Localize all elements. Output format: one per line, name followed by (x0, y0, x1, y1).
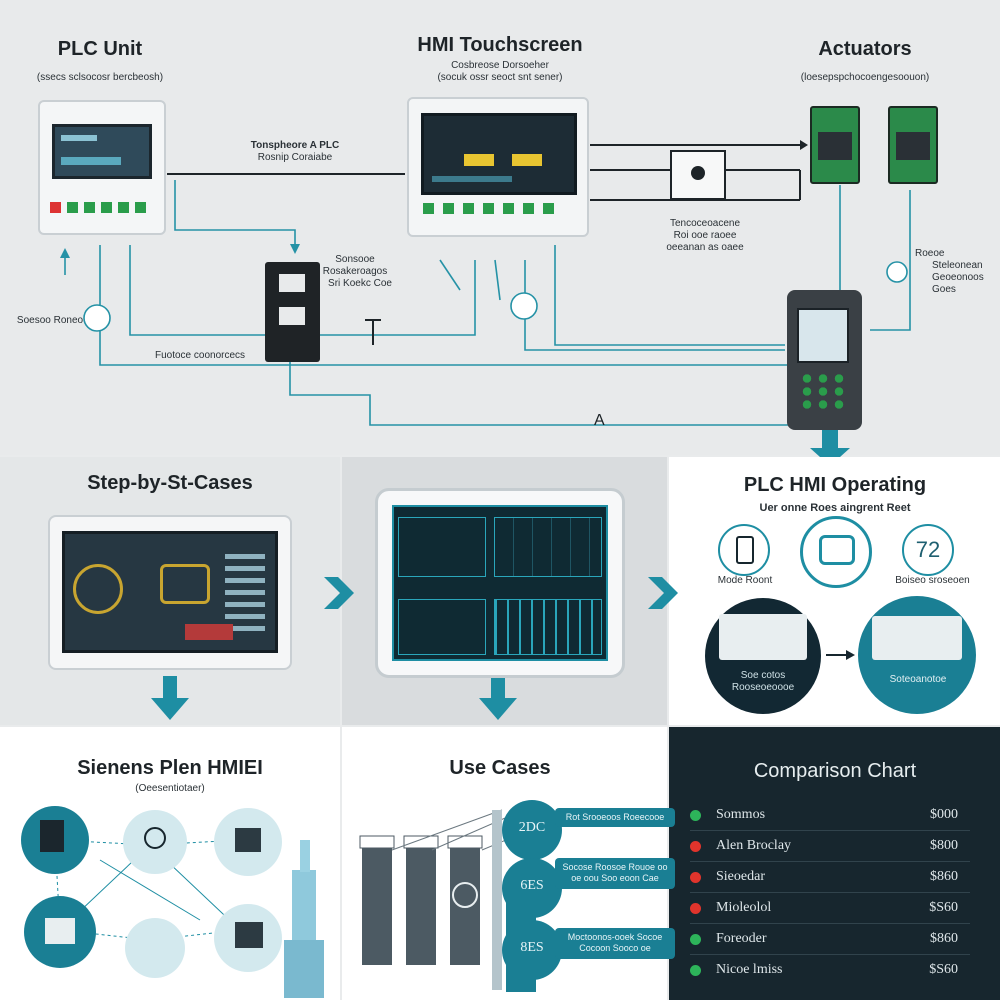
flow-label-1: Soe cotos (740, 670, 786, 681)
right-mid-label-2: Roi ooe raoee (673, 230, 737, 241)
comparison-row-value: $S60 (929, 900, 958, 915)
comparison-row: Sieoedar $860 (690, 868, 970, 888)
comparison-row: Alen Broclay $800 (690, 837, 970, 857)
plc-screen (52, 124, 152, 179)
comparison-row-value: $860 (930, 931, 958, 946)
use-note-1: Rot Srooeoos Roeecooe (555, 808, 675, 828)
right-mid-label-3: oeeanan as oaee (666, 242, 744, 253)
sensor-label-2: Rosakeroagos (322, 266, 388, 277)
comparison-row-name: Sommos (716, 807, 766, 822)
comparison-row-value: $800 (930, 838, 958, 853)
hmi-screen (421, 113, 577, 195)
hmi-device (407, 97, 589, 237)
top-diagram: PLC Unit (ssecs sclsocosr bercbeosh) Ton… (0, 0, 1000, 455)
arrow-right-icon (826, 650, 855, 660)
flow-label-3: Soteoanotoe (889, 674, 947, 685)
row-divider (690, 830, 970, 831)
device-icon-circle (718, 524, 770, 576)
plc-buttons (50, 202, 155, 216)
use-badge-1: 2DC (518, 820, 546, 835)
actuator-2 (888, 106, 938, 184)
plc-hmi-subtitle: Uer onne Roes aingrent Reet (759, 502, 911, 514)
comparison-row: Foreoder $860 (690, 930, 970, 950)
hmi-subtitle-2: (socuk ossr seoct snt sener) (437, 72, 563, 83)
row-divider (690, 892, 970, 893)
comparison-row-name: Mioleolol (716, 900, 772, 915)
wiring-lines (60, 140, 911, 426)
right-label-4: Goes (932, 284, 956, 295)
down-arrow-left (151, 676, 189, 720)
right-mid-label-1: Tencoceoacene (669, 218, 741, 229)
sensor-label-1: Sonsooe (335, 254, 375, 265)
center-tablet (375, 488, 625, 678)
step-hmi-device (48, 515, 292, 670)
handheld-panel (787, 290, 862, 430)
row-divider (690, 861, 970, 862)
status-dot (690, 810, 701, 821)
comparison-row: Sommos $000 (690, 806, 970, 826)
comparison-row-value: $000 (930, 807, 958, 822)
status-dot (690, 872, 701, 883)
comparison-row-name: Nicoe lmiss (716, 962, 783, 977)
chevron-right-icon (648, 577, 678, 609)
hmi-title: HMI Touchscreen (417, 34, 583, 56)
row-divider (690, 923, 970, 924)
right-label-3: Geoeonoos (932, 272, 984, 283)
flow-circle-right: Soteoanotoe (858, 596, 976, 714)
use-note-3: Moctoonos-ooek Socoe Cocoon Sooco oe (555, 928, 675, 959)
sensor-module (265, 262, 320, 362)
circle-label-1: Mode Roont (717, 575, 773, 586)
link-label-2: Rosnip Coraiabe (257, 152, 333, 163)
siemens-title: Sienens Plen HMIEI (77, 757, 263, 779)
comparison-row-value: $860 (930, 869, 958, 884)
actuators-title: Actuators (818, 38, 912, 60)
use-cases-graphic (359, 800, 562, 992)
plc-unit-device (38, 100, 166, 235)
flow-circle-left: Soe cotos Rooseoeoooe (705, 598, 821, 714)
valve-icon (670, 150, 726, 200)
comparison-row-name: Sieoedar (716, 869, 765, 884)
plc-unit-title: PLC Unit (57, 38, 143, 60)
hmi-subtitle-1: Cosbreose Dorsoeher (451, 60, 549, 71)
actuators-subtitle: (loesepspchocoengesoouon) (800, 72, 930, 83)
comparison-title: Comparison Chart (753, 760, 917, 782)
row-divider (690, 954, 970, 955)
use-cases-title: Use Cases (449, 757, 551, 779)
comparison-row: Mioleolol $S60 (690, 899, 970, 919)
actuator-1 (810, 106, 860, 184)
use-note-2: Socose Roosoe Rouoe oo oe oou Soo eoon C… (555, 858, 675, 889)
bottom-marker: A (594, 412, 605, 429)
comparison-row-name: Alen Broclay (716, 838, 792, 853)
use-badge-3: 8ES (520, 940, 544, 955)
plc-unit-subtitle: (ssecs sclsocosr bercbeosh) (36, 72, 164, 83)
flow-label-2: Rooseoeoooe (731, 682, 795, 693)
step-title: Step-by-St-Cases (87, 472, 253, 494)
siemens-network (21, 806, 324, 998)
hmi-buttons (423, 203, 573, 217)
circle-label-2: Boiseo sroseoen (895, 575, 970, 586)
status-dot (690, 903, 701, 914)
plc-hmi-title: PLC HMI Operating (743, 474, 927, 496)
use-badge-2: 6ES (520, 878, 544, 893)
comparison-row-value: $S60 (929, 962, 958, 977)
link-label-1: Tonspheore A PLC (250, 140, 340, 151)
status-dot (690, 965, 701, 976)
right-label-1: Roeoe (915, 248, 945, 259)
status-dot (690, 841, 701, 852)
status-dot (690, 934, 701, 945)
sensor-label-3: Sri Koekc Coe (328, 278, 392, 289)
down-arrow-center (479, 678, 517, 720)
left-label: Soesoo Roneo (16, 315, 84, 326)
siemens-subtitle: (Oeesentiotaer) (135, 783, 205, 794)
comparison-row: Nicoe lmiss $S60 (690, 961, 970, 981)
chevron-right-icon (324, 577, 354, 609)
bottom-wire-label: Fuotoce coonorcecs (154, 350, 246, 361)
monitor-icon-circle (800, 516, 872, 588)
right-label-2: Steleonean (932, 260, 983, 271)
comparison-row-name: Foreoder (716, 931, 767, 946)
number-badge: 72 (902, 524, 954, 576)
